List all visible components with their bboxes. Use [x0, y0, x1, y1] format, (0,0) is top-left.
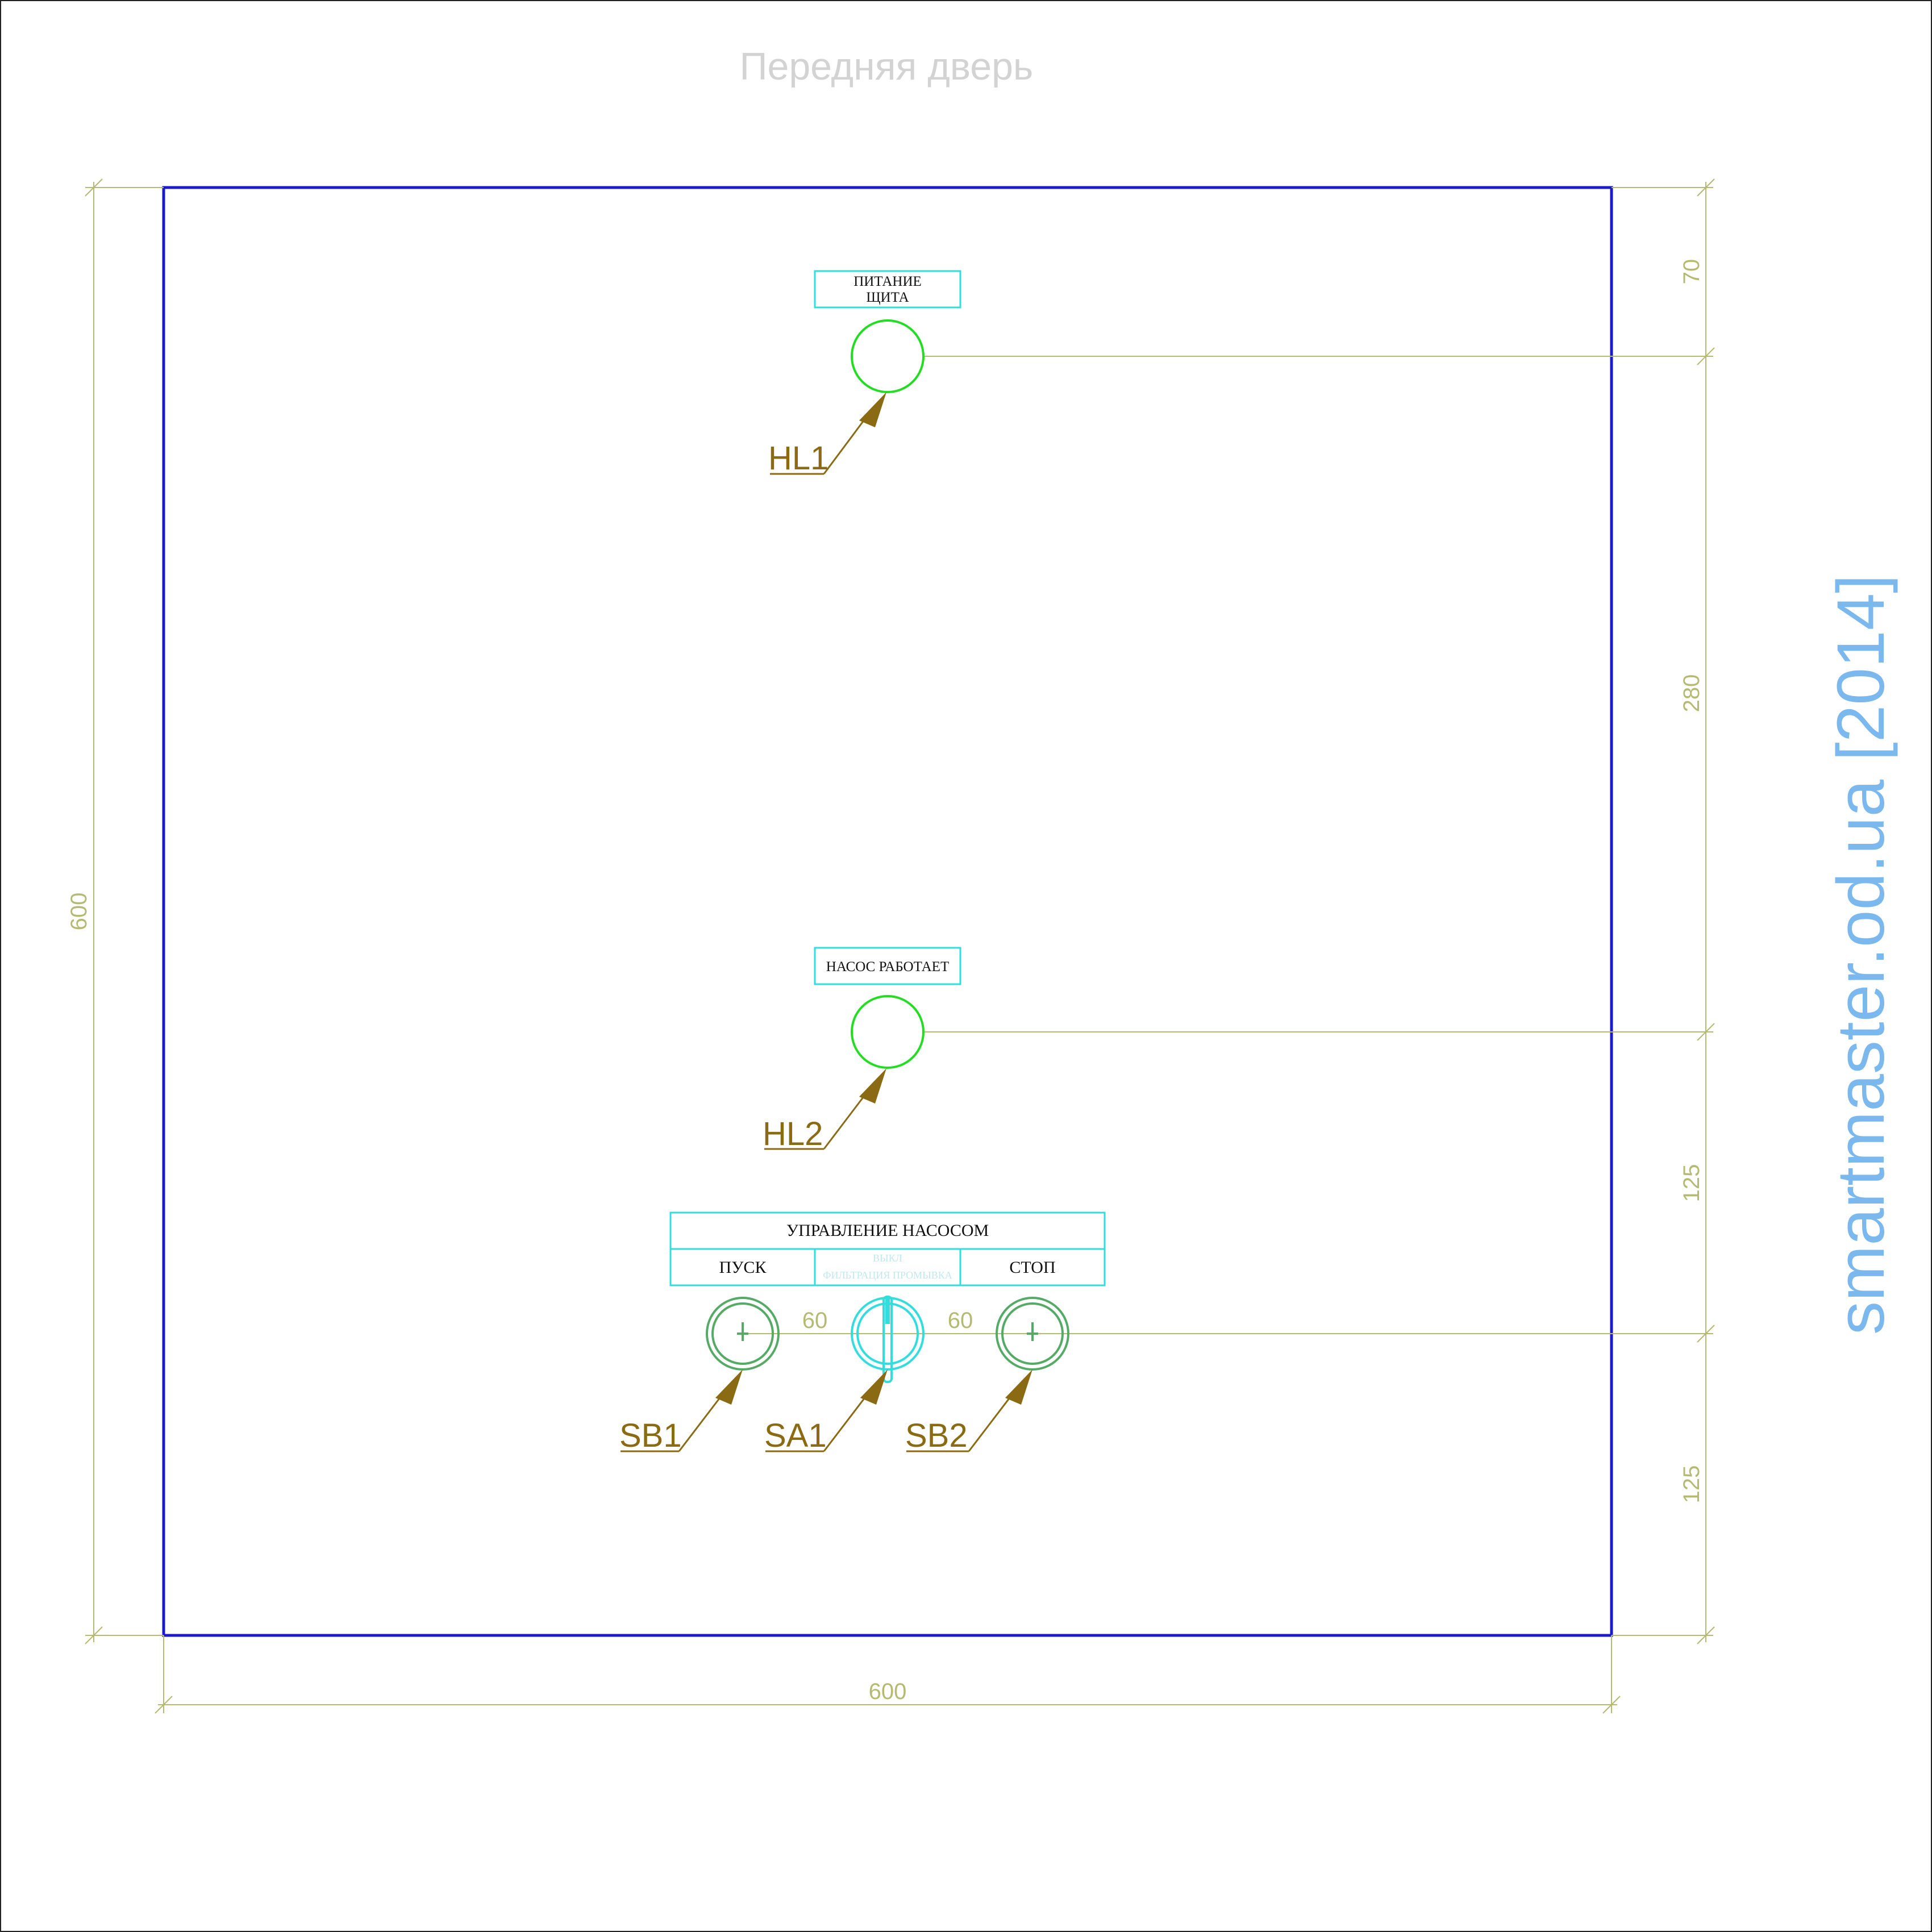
hl1-group: ПИТАНИЕ ЩИТА HL1	[768, 270, 961, 477]
sb1-group: SB1	[619, 1297, 780, 1454]
sa1-group: SA1	[764, 1296, 925, 1454]
start-plate-label: ПУСК	[719, 1258, 767, 1277]
hl2-tag: HL2	[763, 1115, 823, 1152]
drawing-title: Передняя дверь	[740, 45, 1034, 88]
dim-70-label: 70	[1679, 259, 1704, 285]
left-height-dimension: 600	[66, 178, 164, 1644]
spacing-left-label: 60	[802, 1308, 828, 1333]
hl2-group: НАСОС РАБОТАЕТ HL2	[763, 947, 961, 1152]
control-plate-header: УПРАВЛЕНИЕ НАСОСОМ	[786, 1221, 989, 1240]
hl1-tag: HL1	[768, 440, 828, 477]
hl2-plate	[814, 947, 961, 985]
dim-125-upper-label: 125	[1679, 1164, 1704, 1202]
spacing-right-label: 60	[948, 1308, 973, 1333]
hl2-plate-label: НАСОС РАБОТАЕТ	[826, 959, 949, 975]
switch-plate-line2: ФИЛЬТРАЦИЯ ПРОМЫВКА	[823, 1269, 952, 1281]
dim-280-label: 280	[1679, 674, 1704, 713]
watermark: smartmaster.od.ua [2014]	[1823, 574, 1898, 1335]
hl2-lamp-icon	[851, 995, 925, 1069]
hl1-plate	[814, 270, 961, 309]
bottom-width-dimension: 600	[155, 1635, 1621, 1714]
hl1-plate-line2: ЩИТА	[866, 290, 909, 305]
pump-control-plate: УПРАВЛЕНИЕ НАСОСОМ ПУСК ВЫКЛ ФИЛЬТРАЦИЯ …	[669, 1211, 1106, 1286]
door-panel-outline	[162, 186, 1613, 1637]
hl1-lamp-icon	[851, 319, 925, 393]
sb2-tag: SB2	[905, 1417, 968, 1454]
right-chain-dimension: 70 280 125 125	[923, 178, 1715, 1644]
sb1-tag: SB1	[619, 1417, 682, 1454]
sb2-group: SB2	[905, 1297, 1069, 1454]
panel-height-label: 600	[66, 893, 91, 931]
dim-125-lower-label: 125	[1679, 1465, 1704, 1504]
stop-plate-label: СТОП	[1009, 1258, 1055, 1277]
switch-plate-line1: ВЫКЛ	[873, 1252, 902, 1264]
panel-width-label: 600	[869, 1679, 907, 1704]
hl1-plate-line1: ПИТАНИЕ	[853, 274, 922, 289]
sa1-tag: SA1	[764, 1417, 827, 1454]
